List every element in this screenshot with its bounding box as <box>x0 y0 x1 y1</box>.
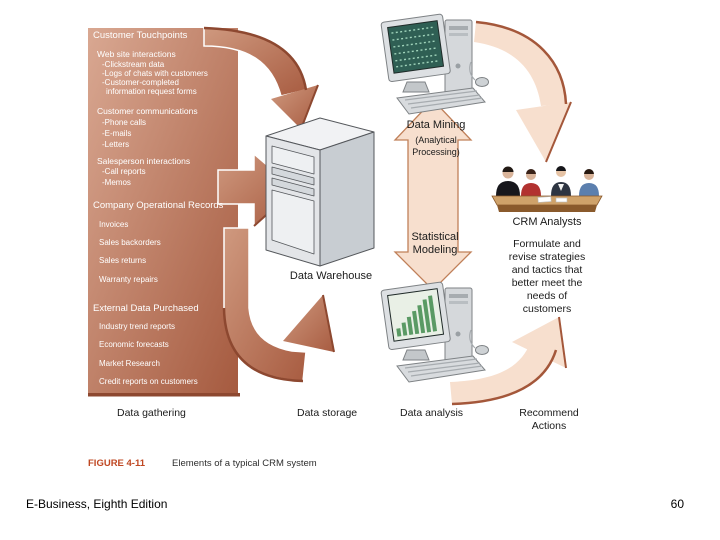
list-item: -Clickstream data <box>102 59 165 69</box>
figure-caption-label: FIGURE 4-11 <box>88 458 146 469</box>
label-data-warehouse: Data Warehouse <box>289 269 373 282</box>
list-item: Economic forecasts <box>99 339 169 349</box>
outcome-line: Formulate and <box>513 238 581 250</box>
stage-data-analysis: Data analysis <box>400 406 464 419</box>
list-item: -E-mails <box>102 128 132 138</box>
list-item: -Phone calls <box>102 117 147 127</box>
data-warehouse-illustration <box>265 117 375 267</box>
figure-caption-text: Elements of a typical CRM system <box>172 458 317 469</box>
label-external-data-purchased: External Data Purchased <box>93 302 199 314</box>
outcome-line: and tactics that <box>511 264 583 276</box>
outcome-line: better meet the <box>511 277 583 289</box>
list-item: Industry trend reports <box>99 321 176 331</box>
computer-top-illustration <box>380 13 489 115</box>
label-web-interactions: Web site interactions <box>97 49 176 59</box>
list-item: information request forms <box>106 86 197 96</box>
footer-page-number: 60 <box>670 497 684 511</box>
outcome-line: revise strategies <box>508 251 586 263</box>
list-item: Invoices <box>99 219 129 229</box>
label-modeling: Modeling <box>412 243 458 256</box>
list-item: -Customer-completed <box>102 77 179 87</box>
computer-bottom-illustration <box>380 281 489 383</box>
data-sources-panel <box>88 28 240 397</box>
label-analytical: (Analytical <box>415 134 457 145</box>
curved-arrow-analysis-recommend <box>450 316 567 406</box>
curved-arrow-external <box>222 227 335 383</box>
list-item: -Call reports <box>102 167 146 176</box>
label-crm-analysts: CRM Analysts <box>512 216 582 228</box>
stage-recommend: Recommend <box>519 406 579 419</box>
list-item: Sales returns <box>99 255 147 265</box>
label-customer-communications: Customer communications <box>97 105 198 116</box>
curved-arrow-mining-analysts <box>474 20 572 163</box>
outcome-line: needs of <box>526 290 568 302</box>
label-salesperson-interactions: Salesperson interactions <box>97 155 191 166</box>
footer-book-title: E-Business, Eighth Edition <box>26 497 168 511</box>
stage-actions: Actions <box>531 419 567 432</box>
label-processing: Processing) <box>412 147 460 157</box>
list-item: Credit reports on customers <box>99 376 198 386</box>
list-item: Warranty repairs <box>99 274 158 284</box>
list-item: Market Research <box>99 358 160 368</box>
outcome-line: customers <box>522 303 572 315</box>
list-item: -Letters <box>102 139 130 149</box>
label-data-mining: Data Mining <box>406 119 466 131</box>
label-company-operational-records: Company Operational Records <box>93 200 224 211</box>
stage-data-gathering: Data gathering <box>117 406 186 419</box>
label-customer-touchpoints: Customer Touchpoints <box>93 30 188 41</box>
crm-analysts-illustration <box>491 166 603 212</box>
list-item: -Memos <box>102 178 131 187</box>
curved-arrow-touchpoints <box>203 26 319 130</box>
label-statistical: Statistical <box>411 230 459 243</box>
stage-data-storage: Data storage <box>297 406 358 419</box>
list-item: Sales backorders <box>99 237 161 247</box>
list-item: -Logs of chats with customers <box>102 68 208 78</box>
